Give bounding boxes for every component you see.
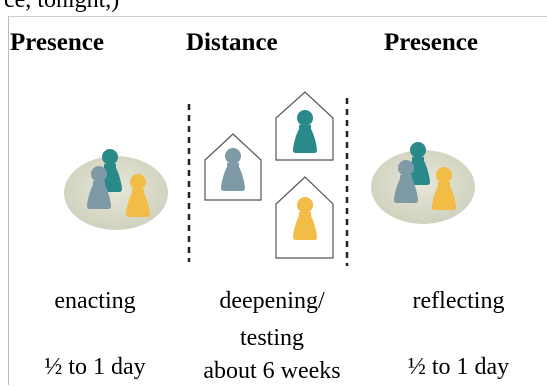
column-title: Distance: [186, 29, 278, 56]
column-presence-end: Presence reflecting ½ to 1 day: [370, 0, 547, 385]
duration-label: ½ to 1 day: [407, 354, 510, 380]
house-top: [275, 91, 334, 161]
activity-label-line-2: testing: [240, 325, 304, 351]
group-right-gathering: [371, 142, 475, 224]
house-left: [204, 133, 262, 201]
house-bottom: [275, 176, 334, 259]
top-rule: [8, 16, 547, 17]
group-left-gathering: [64, 149, 168, 230]
activity-label: enacting: [54, 288, 136, 314]
activity-label: reflecting: [412, 288, 505, 314]
top-text-fragment: ce, tonight,): [4, 0, 120, 13]
column-presence-start: Presence enacting ½ to 1 day: [10, 0, 180, 385]
column-title: Presence: [10, 29, 104, 56]
column-distance: Distance deepening/ testing about 6 week…: [172, 0, 372, 385]
duration-label: about 6 weeks: [203, 358, 341, 384]
activity-label: deepening/: [219, 288, 325, 314]
duration-label: ½ to 1 day: [44, 354, 146, 380]
column-title: Presence: [384, 29, 478, 56]
left-rule: [8, 16, 9, 385]
